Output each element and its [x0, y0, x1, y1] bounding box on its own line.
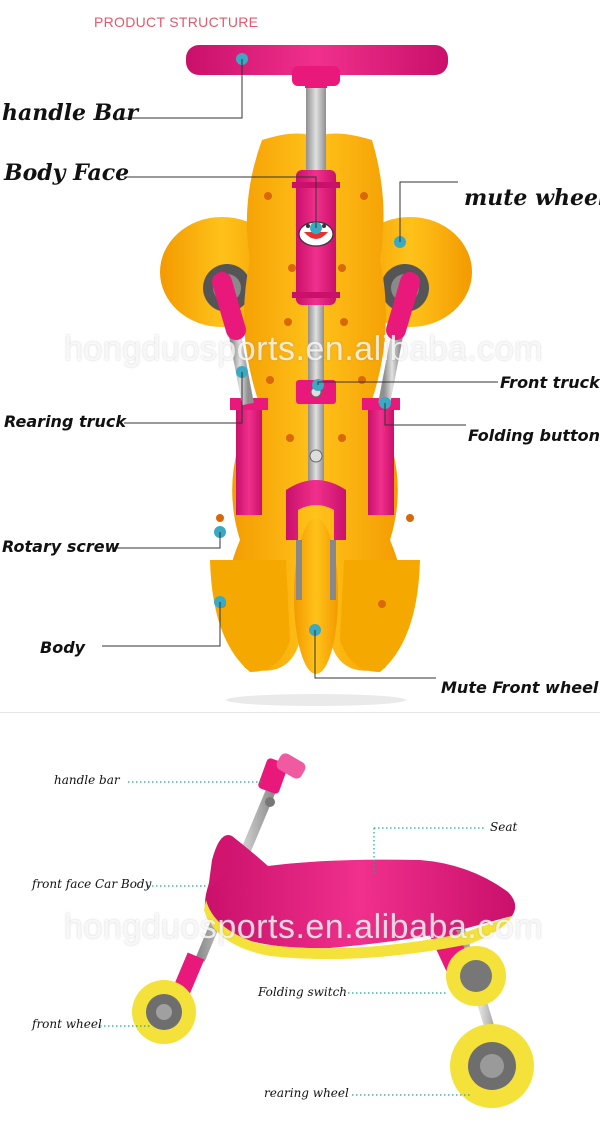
- side-view-scooter: [100, 753, 534, 1108]
- stem-upper: [306, 70, 326, 180]
- label-body: Body: [40, 638, 86, 657]
- section-divider: [0, 712, 600, 713]
- label-body-face: Body Face: [4, 160, 130, 186]
- label-rotary-screw: Rotary screw: [2, 537, 120, 556]
- mute-front-wheel: [294, 518, 338, 674]
- label-rearing-truck: Rearing truck: [4, 412, 127, 431]
- label-rearing-wheel: rearing wheel: [264, 1086, 349, 1100]
- handle-bar: [186, 45, 448, 75]
- pink-body: [204, 836, 516, 949]
- right-rearing-truck: [368, 405, 394, 515]
- leader-lines: [102, 59, 498, 679]
- label-folding-button: Folding button: [468, 426, 600, 445]
- dotted-leaders: [100, 781, 486, 1096]
- label-handle-bar: handle Bar: [2, 100, 139, 126]
- label-mute-front-wheel: Mute Front wheel: [441, 678, 599, 697]
- yellow-trim: [204, 900, 512, 960]
- watermark-top: hongduosports.en.alibaba.com: [64, 330, 543, 368]
- label-seat: Seat: [490, 820, 518, 834]
- folded-scooter: [102, 45, 498, 706]
- rotary-screw: [309, 449, 323, 463]
- watermark-bottom: hongduosports.en.alibaba.com: [64, 908, 543, 946]
- label-front-face-car-body: front face Car Body: [32, 877, 152, 891]
- header-product-structure: PRODUCT STRUCTURE: [94, 14, 259, 30]
- label-side-handle-bar: handle bar: [54, 773, 120, 787]
- label-front-wheel: front wheel: [32, 1017, 102, 1031]
- front-fork: [286, 480, 346, 540]
- label-folding-switch: Folding switch: [258, 985, 348, 999]
- left-rearing-truck: [236, 405, 262, 515]
- label-front-truck: Front truck: [500, 373, 600, 392]
- label-mute-wheel: mute wheel: [464, 185, 600, 211]
